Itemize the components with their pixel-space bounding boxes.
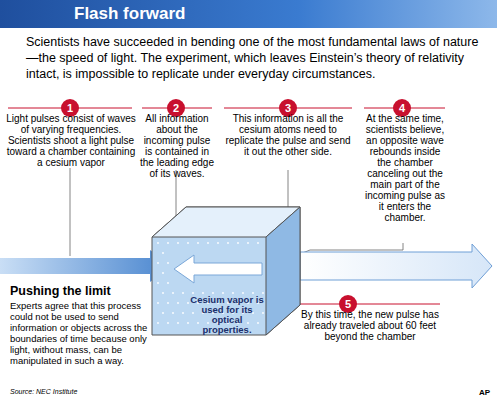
header-band — [0, 0, 497, 28]
vapor-dot — [187, 302, 189, 304]
vapor-dot — [162, 292, 164, 294]
vapor-dot — [182, 312, 184, 314]
vapor-dot — [167, 262, 169, 264]
vapor-dot — [202, 292, 204, 294]
vapor-dot — [177, 242, 179, 244]
credit: AP — [466, 388, 490, 397]
vapor-dot — [167, 302, 169, 304]
intro-text: Scientists have succeeded in bending one… — [26, 34, 484, 82]
vapor-dot — [167, 242, 169, 244]
vapor-dot — [257, 242, 259, 244]
callout-text: At the same time, scientists believe, an… — [364, 113, 446, 223]
incoming-pulse-arrow — [0, 250, 172, 282]
vapor-dot — [207, 242, 209, 244]
vapor-dot — [187, 322, 189, 324]
vapor-dot — [197, 242, 199, 244]
vapor-dot — [222, 292, 224, 294]
vapor-dot — [207, 322, 209, 324]
outgoing-pulse-arrow — [300, 244, 492, 288]
vapor-dot — [162, 252, 164, 254]
leader-line — [70, 168, 71, 256]
section-heading: Pushing the limit — [10, 284, 160, 298]
vapor-dot — [262, 312, 264, 314]
vapor-dot — [157, 262, 159, 264]
vapor-dot — [172, 312, 174, 314]
chamber-face — [152, 207, 300, 335]
vapor-dot — [187, 242, 189, 244]
vapor-dot — [257, 322, 259, 324]
chamber-label: Cesium vapor is used for its optical pro… — [186, 295, 268, 335]
vapor-dot — [167, 322, 169, 324]
vapor-dot — [197, 322, 199, 324]
source-note: Source: NEC Institute — [10, 388, 160, 395]
vapor-dot — [172, 292, 174, 294]
vapor-dot — [217, 242, 219, 244]
callout-text: By this time, the new pulse has already … — [300, 309, 440, 342]
vapor-dot — [162, 312, 164, 314]
vapor-dot — [157, 282, 159, 284]
title: Flash forward — [74, 4, 185, 24]
callout-text: Light pulses consist of waves of varying… — [5, 113, 137, 168]
vapor-dot — [167, 282, 169, 284]
vapor-dot — [182, 292, 184, 294]
vapor-dot — [262, 292, 264, 294]
vapor-dot — [192, 292, 194, 294]
section-text: Experts agree that this process could no… — [10, 300, 158, 366]
vapor-dot — [252, 292, 254, 294]
leader-line — [403, 243, 404, 250]
vapor-dot — [177, 322, 179, 324]
vapor-dot — [162, 272, 164, 274]
vapor-dot — [192, 312, 194, 314]
vapor-dot — [212, 292, 214, 294]
chamber-box: Cesium vapor is used for its optical pro… — [150, 205, 302, 337]
callout-text: This information is all the cesium atoms… — [224, 113, 352, 157]
vapor-dot — [247, 322, 249, 324]
vapor-dot — [157, 242, 159, 244]
vapor-dot — [232, 292, 234, 294]
vapor-dot — [247, 242, 249, 244]
vapor-dot — [157, 322, 159, 324]
chamber-face — [266, 207, 300, 335]
callout-text: All information about the incoming pulse… — [140, 113, 214, 179]
chamber-face — [174, 255, 262, 283]
vapor-dot — [177, 302, 179, 304]
vapor-dot — [227, 242, 229, 244]
vapor-dot — [237, 242, 239, 244]
vapor-dot — [242, 292, 244, 294]
vapor-dot — [157, 302, 159, 304]
callout-rule — [300, 304, 440, 305]
